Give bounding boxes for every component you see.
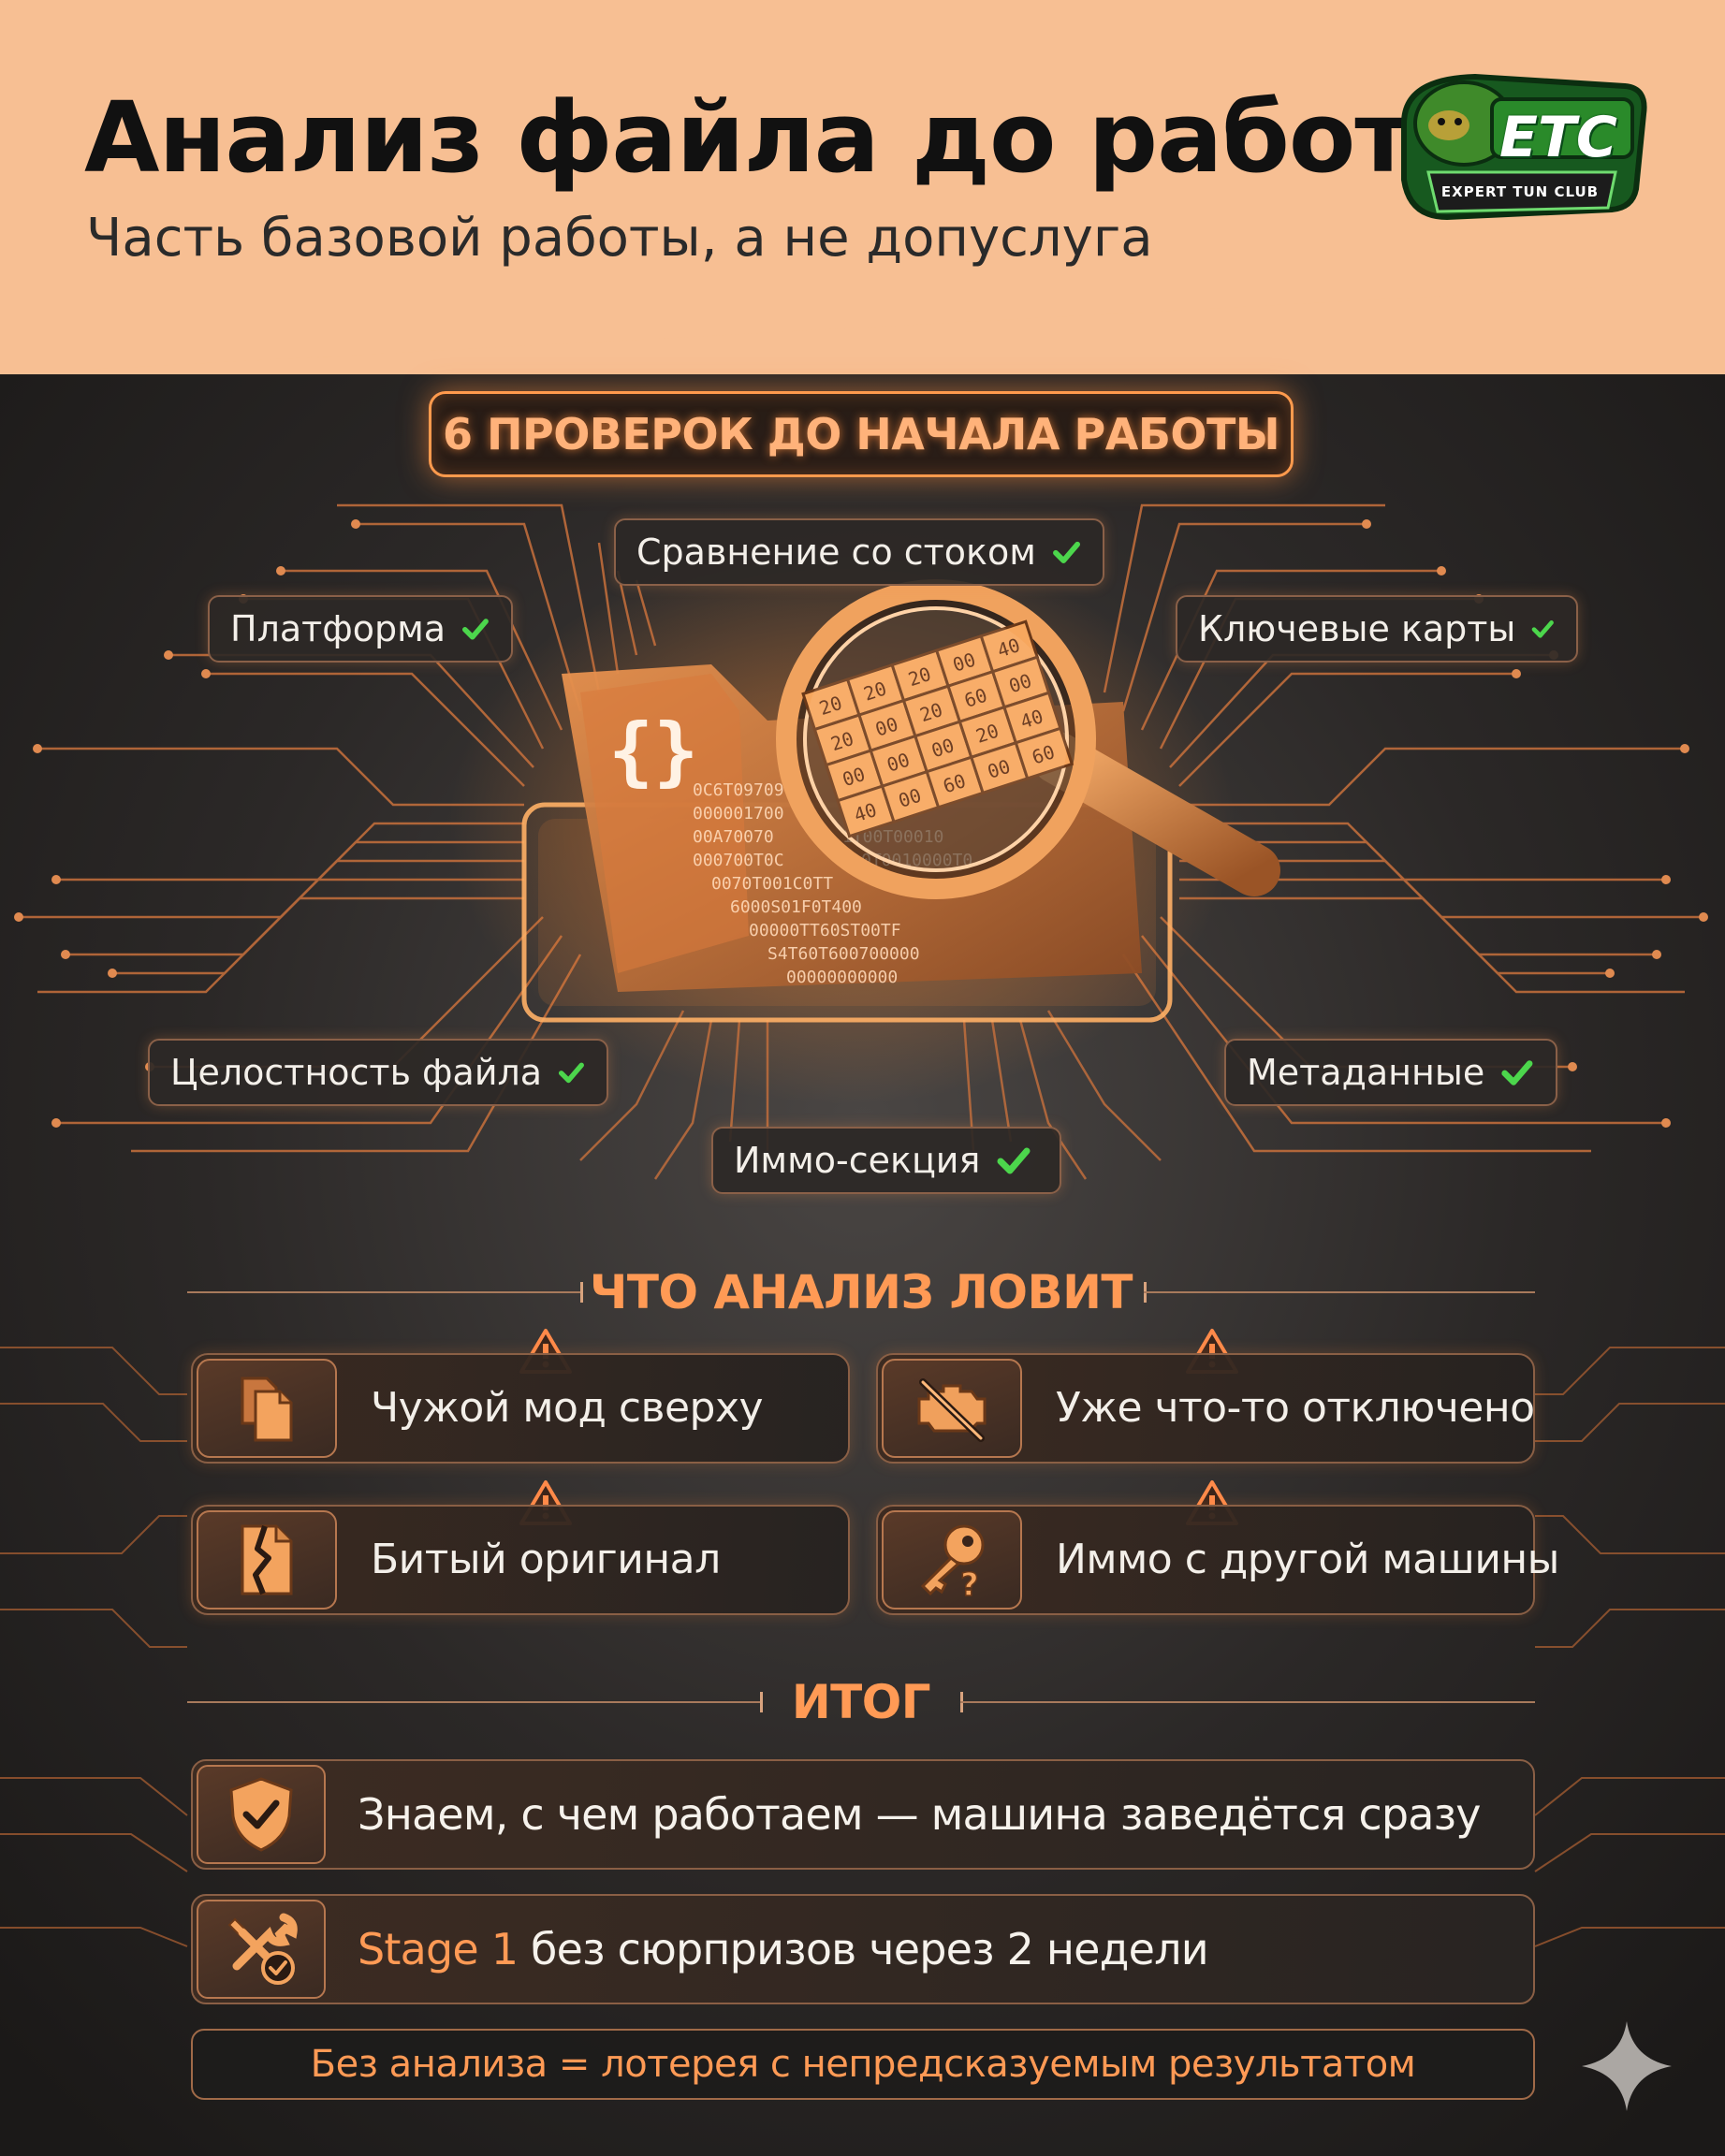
svg-text:{}: {} bbox=[608, 707, 698, 794]
svg-text:?: ? bbox=[960, 1566, 979, 1599]
svg-text:000700T0C: 000700T0C bbox=[693, 851, 784, 870]
check-badge-label: Целостность файла bbox=[170, 1052, 543, 1093]
logo-caption: EXPERT TUN CLUB bbox=[1440, 183, 1600, 200]
divider-line bbox=[1144, 1291, 1535, 1293]
result-heading: ИТОГ bbox=[791, 1675, 931, 1729]
svg-text:0C6T09709: 0C6T09709 bbox=[693, 780, 784, 800]
result-accent: Stage 1 bbox=[358, 1924, 519, 1974]
catches-heading-row: ЧТО АНАЛИЗ ЛОВИТ bbox=[187, 1260, 1535, 1325]
check-badge-key-maps: Ключевые карты bbox=[1176, 595, 1578, 663]
catch-card-foreign-mod: Чужой мод сверху bbox=[191, 1353, 850, 1464]
result-row-stage1: Stage 1 без сюрпризов через 2 недели bbox=[191, 1894, 1535, 2004]
broken-file-icon bbox=[241, 1524, 293, 1595]
catch-card-icon-box bbox=[197, 1359, 337, 1458]
turtle-logo-icon bbox=[1401, 73, 1647, 221]
result-heading-row: ИТОГ bbox=[187, 1669, 1535, 1735]
svg-text:000001700: 000001700 bbox=[693, 804, 784, 823]
check-badge-platform: Платформа bbox=[208, 595, 513, 663]
divider-line bbox=[187, 1291, 580, 1293]
footer-note: Без анализа = лотерея с непредсказуемым … bbox=[191, 2029, 1535, 2100]
divider-line bbox=[960, 1701, 1535, 1703]
shield-check-icon bbox=[229, 1777, 293, 1852]
catch-card-icon-box bbox=[882, 1359, 1022, 1458]
result-text-rest: без сюрпризов через 2 недели bbox=[518, 1924, 1209, 1974]
key-question-icon: ? bbox=[920, 1524, 985, 1599]
catch-card-label: Иммо с другой машины bbox=[1056, 1536, 1559, 1583]
result-icon-box bbox=[197, 1765, 326, 1864]
svg-text:00000000000: 00000000000 bbox=[786, 968, 898, 987]
catch-card-disabled: Уже что-то отключено bbox=[876, 1353, 1535, 1464]
check-icon bbox=[997, 1147, 1031, 1174]
header-slant bbox=[0, 281, 1725, 374]
svg-text:S4T60T600700000: S4T60T600700000 bbox=[767, 944, 920, 964]
page-subtitle: Часть базовой работы, а не допуслуга bbox=[86, 208, 1153, 269]
result-text: Знаем, с чем работаем — машина заведётся… bbox=[358, 1789, 1482, 1840]
check-badge-label: Иммо-секция bbox=[734, 1140, 981, 1181]
check-icon bbox=[1501, 1060, 1533, 1085]
catch-card-label: Битый оригинал bbox=[371, 1536, 721, 1583]
check-icon bbox=[559, 1062, 585, 1084]
check-badge-label: Сравнение со стоком bbox=[636, 532, 1036, 573]
catch-card-label: Чужой мод сверху bbox=[371, 1384, 764, 1432]
catch-card-broken-original: Битый оригинал bbox=[191, 1505, 850, 1615]
check-badge-label: Платформа bbox=[230, 608, 446, 649]
divider-line bbox=[187, 1701, 760, 1703]
check-icon bbox=[1532, 620, 1555, 638]
catch-card-icon-box: ? bbox=[882, 1510, 1022, 1610]
catch-card-foreign-immo: ? Иммо с другой машины bbox=[876, 1505, 1559, 1615]
logo-main-text: ETC bbox=[1499, 105, 1617, 170]
divider-tick bbox=[580, 1282, 583, 1303]
check-badge-label: Ключевые карты bbox=[1198, 608, 1516, 649]
result-icon-box bbox=[197, 1900, 326, 1999]
sparkle-icon bbox=[1582, 2021, 1672, 2111]
check-badge-metadata: Метаданные bbox=[1224, 1039, 1557, 1106]
svg-text:00000TT60ST00TF: 00000TT60ST00TF bbox=[749, 921, 901, 940]
page-title: Анализ файла до работы bbox=[84, 80, 1498, 195]
check-icon bbox=[462, 619, 490, 640]
engine-disabled-icon bbox=[917, 1378, 987, 1442]
result-row-know-file: Знаем, с чем работаем — машина заведётся… bbox=[191, 1759, 1535, 1870]
tools-check-icon bbox=[227, 1913, 298, 1985]
check-badge-file-integrity: Целостность файла bbox=[148, 1039, 608, 1106]
check-badge-stock-compare: Сравнение со стоком bbox=[614, 518, 1104, 586]
result-text: Stage 1 без сюрпризов через 2 недели bbox=[358, 1896, 1209, 2003]
svg-text:0070T001C0TT: 0070T001C0TT bbox=[711, 874, 833, 894]
svg-text:00A70070: 00A70070 bbox=[693, 827, 774, 847]
catch-card-icon-box bbox=[197, 1510, 337, 1610]
catch-card-label: Уже что-то отключено bbox=[1056, 1384, 1535, 1432]
copy-files-icon bbox=[241, 1377, 293, 1442]
divider-tick bbox=[760, 1692, 763, 1712]
catches-heading: ЧТО АНАЛИЗ ЛОВИТ bbox=[589, 1265, 1133, 1319]
check-icon bbox=[1053, 541, 1080, 563]
checks-heading: 6 ПРОВЕРОК ДО НАЧАЛА РАБОТЫ bbox=[429, 391, 1294, 477]
check-badge-label: Метаданные bbox=[1247, 1052, 1485, 1093]
svg-text:6000S01F0T400: 6000S01F0T400 bbox=[730, 897, 862, 917]
check-badge-immo-section: Иммо-секция bbox=[711, 1127, 1061, 1194]
magnifier-illustration: 2020200040 2000206000 0000002040 4000600… bbox=[776, 579, 1280, 899]
etc-logo: ETC EXPERT TUN CLUB bbox=[1391, 67, 1651, 232]
